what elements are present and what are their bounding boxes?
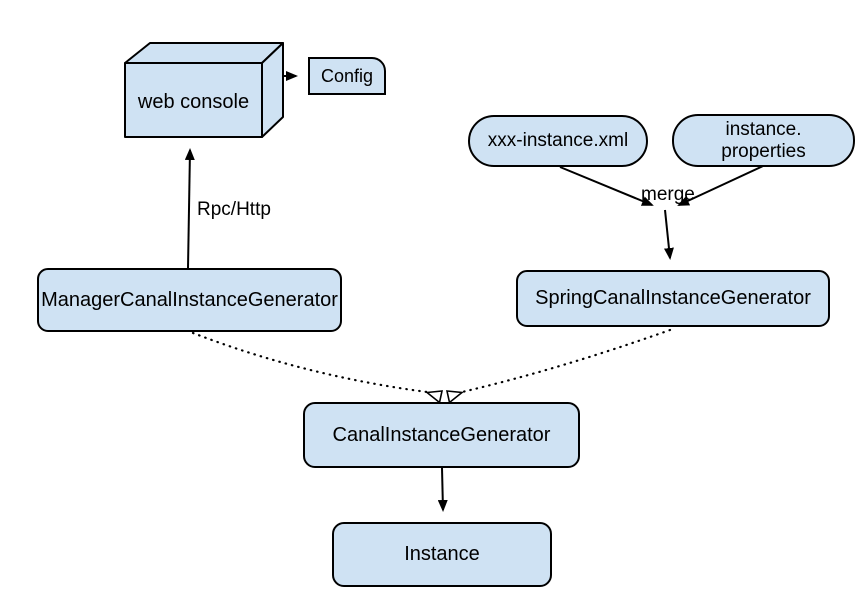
cube-front-face (124, 62, 263, 138)
hollow-triangle-left (424, 390, 444, 404)
cube-top-face (124, 42, 284, 64)
node-instance-properties: instance. properties (672, 114, 855, 167)
hollow-triangle-right (445, 390, 465, 404)
arrow-canal-to-instance (437, 467, 448, 512)
node-spring-canal-instance-generator: SpringCanalInstanceGenerator (516, 270, 830, 327)
edge-label-rpc-http: Rpc/Http (197, 199, 271, 220)
node-config: Config (308, 57, 386, 95)
node-xxx-instance-xml: xxx-instance.xml (468, 115, 648, 167)
arrow-manager-to-webconsole (184, 148, 195, 269)
node-manager-canal-instance-generator: ManagerCanalInstanceGenerator (37, 268, 342, 332)
dotted-edge-spring-to-canal (460, 328, 672, 394)
arrow-merge-to-spring (663, 209, 674, 260)
web-console-cube (124, 42, 284, 138)
dotted-edge-manager-to-canal (191, 331, 429, 394)
node-web-console-label: web console (137, 90, 250, 113)
arrow-xml-to-merge (559, 166, 654, 206)
node-canal-instance-generator: CanalInstanceGenerator (303, 402, 580, 468)
edge-label-merge: merge (641, 184, 695, 205)
node-instance: Instance (332, 522, 552, 587)
arrow-properties-to-merge (677, 165, 764, 206)
